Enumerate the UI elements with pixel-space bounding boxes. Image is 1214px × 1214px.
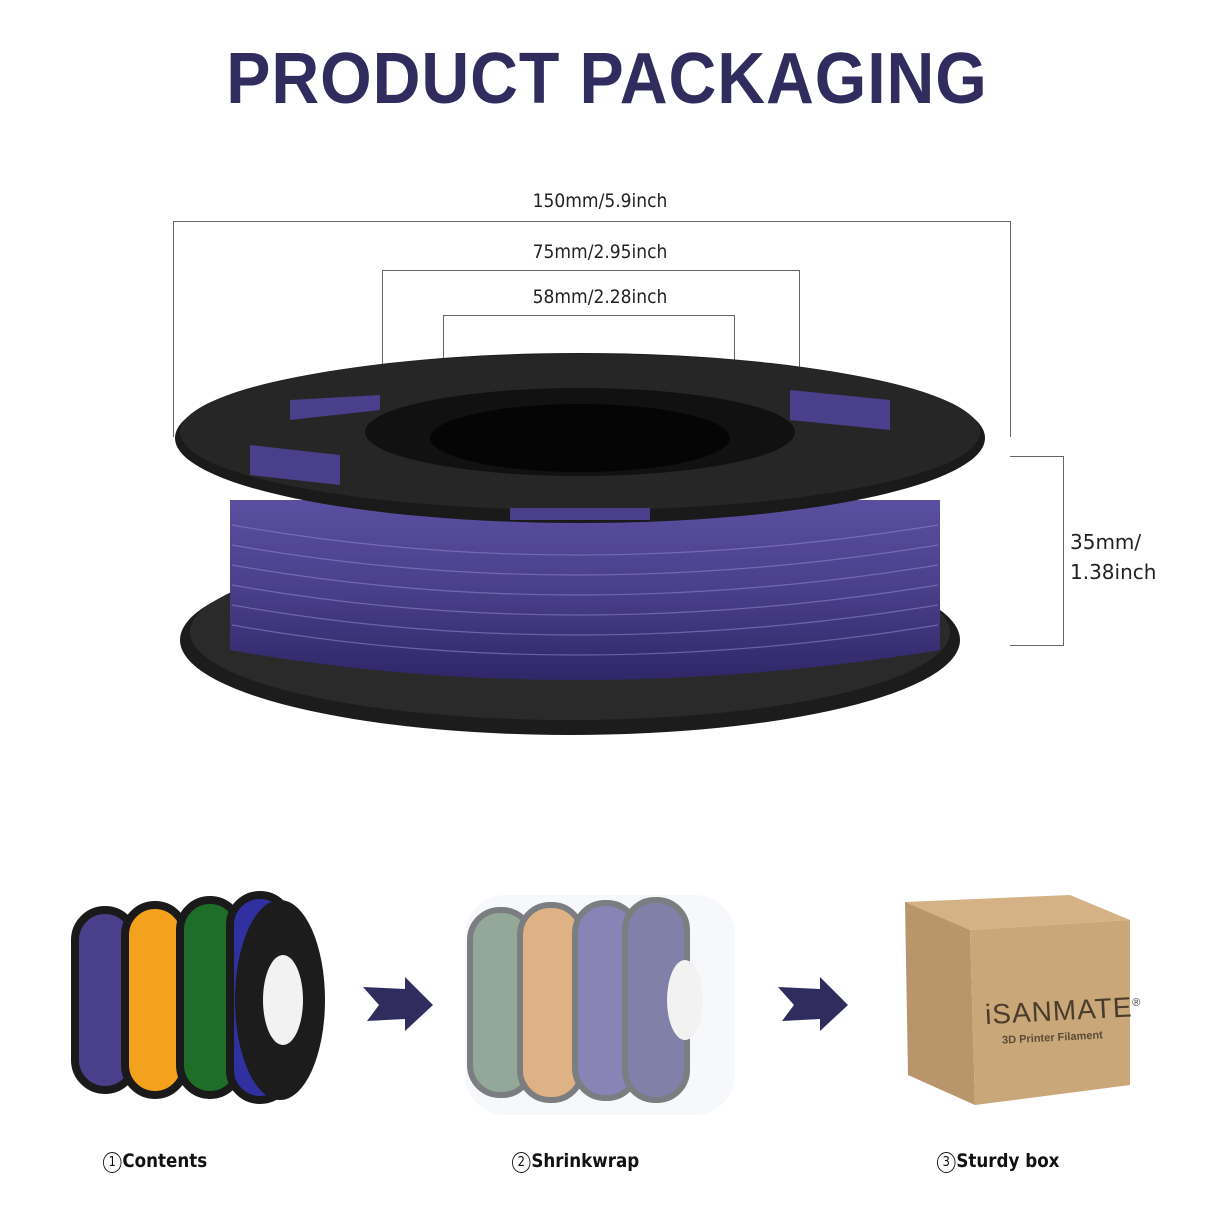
width-bracket bbox=[1010, 456, 1064, 646]
page-title: PRODUCT PACKAGING bbox=[226, 39, 988, 119]
filament-spool-image bbox=[175, 353, 985, 735]
shrinkwrap-spools-image bbox=[465, 895, 735, 1115]
hub-diameter-label: 75mm/2.95inch bbox=[532, 241, 668, 263]
bore-diameter-bracket bbox=[443, 315, 735, 376]
right-arrow-icon bbox=[770, 975, 850, 1035]
hub-diameter-bracket bbox=[382, 270, 800, 371]
sturdy-box-image: iSANMATE® 3D Printer Filament bbox=[900, 890, 1142, 1110]
right-arrow-icon bbox=[355, 975, 435, 1035]
bore-diameter-label: 58mm/2.28inch bbox=[532, 286, 668, 308]
outer-diameter-label: 150mm/5.9inch bbox=[532, 190, 668, 212]
contents-spools-image bbox=[71, 891, 325, 1104]
width-label: 35mm/ 1.38inch bbox=[1070, 530, 1157, 584]
outer-diameter-bracket bbox=[173, 221, 1011, 437]
